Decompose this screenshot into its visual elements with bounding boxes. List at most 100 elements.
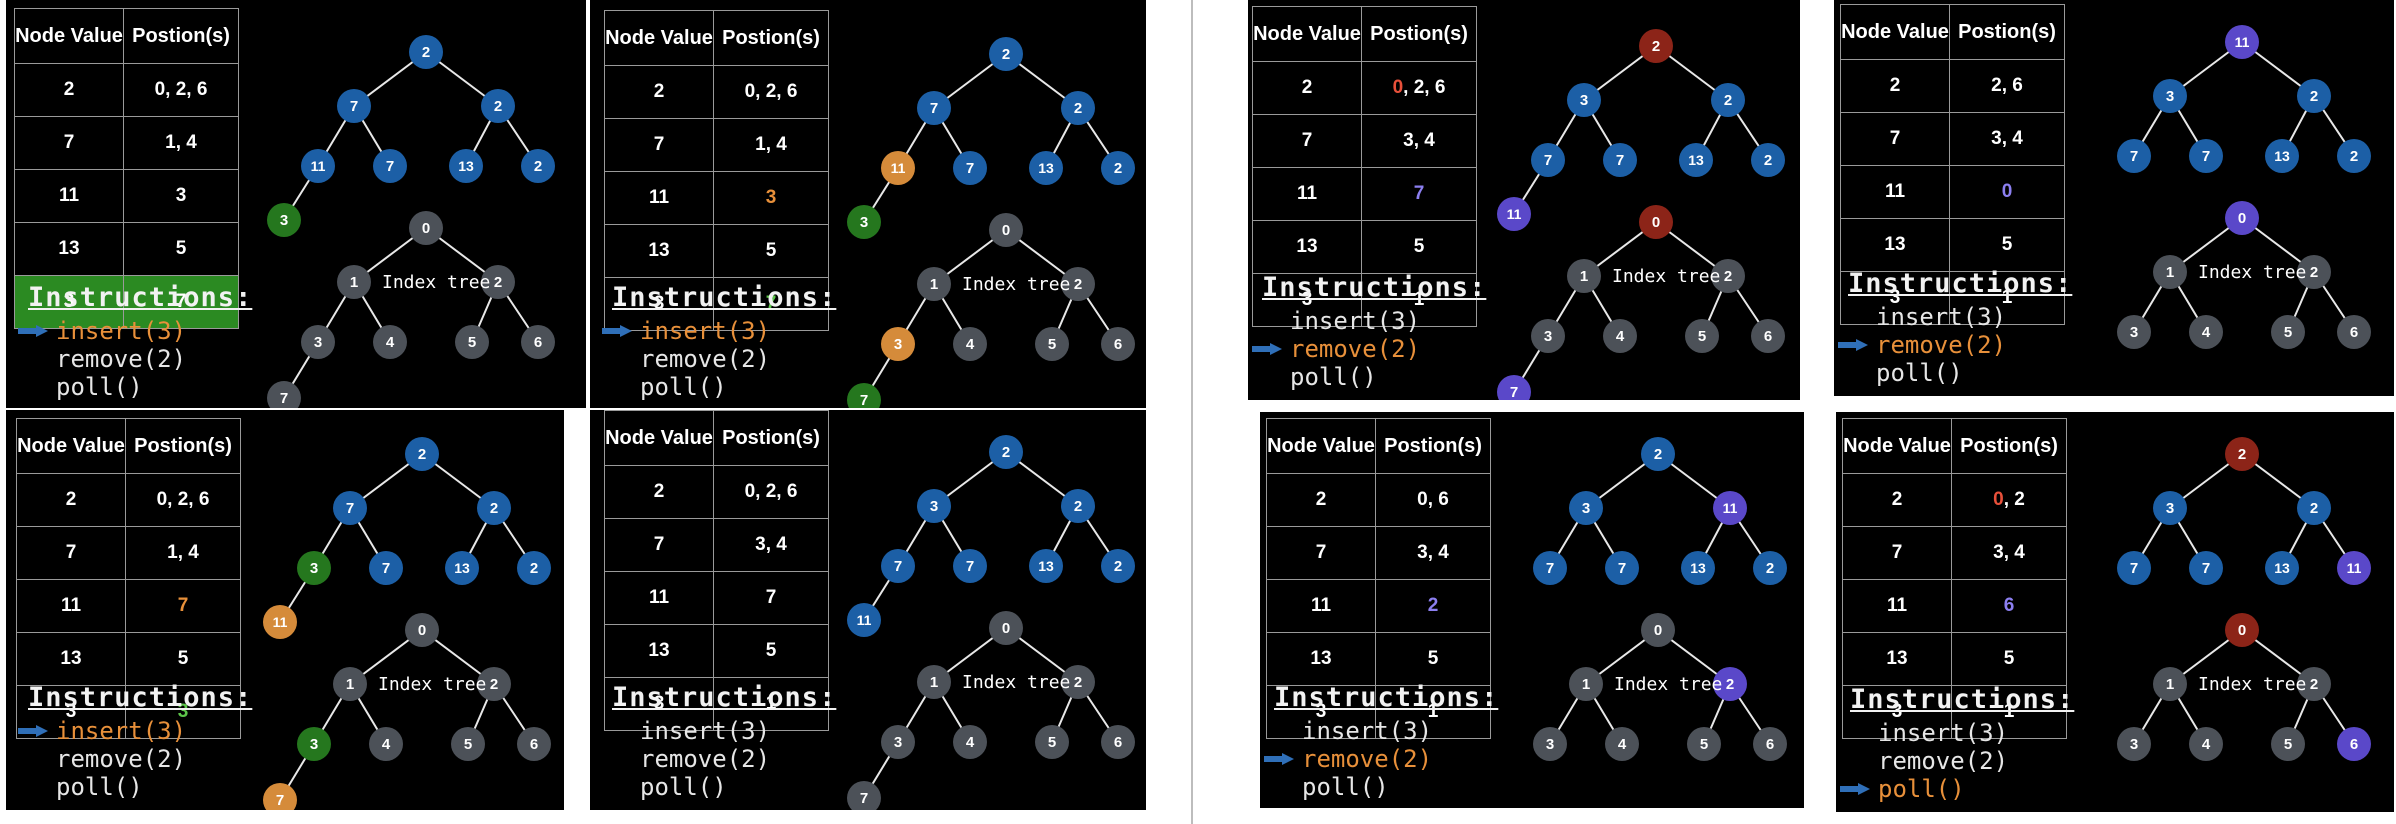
heap-tree-node-label: 13: [1690, 560, 1706, 576]
index-tree-node-label: 2: [2310, 264, 2318, 281]
index-tree-label: Index tree: [1612, 266, 1720, 287]
instruction-text: remove(2): [1876, 331, 2007, 359]
heap-tree-node-label: 2: [1766, 560, 1774, 577]
index-tree-node: 4: [953, 725, 987, 759]
index-tree-node-circle: [1497, 375, 1531, 400]
node-value-cell: 11: [1266, 579, 1376, 633]
heap-tree-node: 2: [477, 491, 511, 525]
heap-tree-node: 3: [847, 205, 881, 239]
positions-header: Postion(s): [713, 410, 829, 466]
heap-tree-node: 13: [2265, 551, 2299, 585]
index-tree-node-circle: [1567, 259, 1601, 293]
node-value-cell: 11: [14, 169, 124, 223]
heap-tree-node-circle: [989, 435, 1023, 469]
node-value-cell: 2: [14, 63, 124, 117]
heap-tree-node-label: 3: [2166, 500, 2174, 517]
index-tree-node-label: 4: [966, 336, 975, 353]
index-tree-node: 5: [1685, 319, 1719, 353]
heap-tree-node-circle: [1029, 151, 1063, 185]
index-tree-node-circle: [1061, 267, 1095, 301]
heap-tree-node-circle: [1639, 29, 1673, 63]
positions-cell: 7: [125, 579, 241, 633]
heap-tree-node-label: 2: [494, 98, 502, 115]
index-tree-node: 1: [2153, 667, 2187, 701]
node-value-cell: 11: [1252, 167, 1362, 221]
heap-tree-node-label: 3: [310, 560, 318, 577]
heap-tree-node-label: 11: [2235, 34, 2250, 50]
index-tree-node-circle: [847, 781, 881, 810]
index-tree-node: 5: [1687, 727, 1721, 761]
node-value-cell: 13: [1266, 632, 1376, 686]
index-tree-node-label: 1: [346, 676, 354, 693]
heap-tree-node-label: 11: [311, 158, 326, 174]
current-step-arrow-icon: [1840, 783, 1870, 795]
index-tree-node-circle: [481, 265, 515, 299]
heap-tree-node-circle: [445, 551, 479, 585]
instruction-line: insert(3): [1274, 717, 1498, 745]
heap-tree-node-label: 13: [2274, 148, 2290, 164]
index-tree-node-label: 4: [1618, 736, 1627, 753]
node-value-cell: 13: [1842, 632, 1952, 686]
heap-tree-node: 3: [1567, 83, 1601, 117]
remaining-positions: , 2: [2003, 489, 2025, 510]
heap-tree-node-label: 3: [1580, 92, 1588, 109]
heap-tree-node: 13: [445, 551, 479, 585]
index-tree-node-circle: [369, 727, 403, 761]
instruction-text: poll(): [1876, 359, 1963, 387]
heap-tree-node-label: 3: [860, 214, 868, 231]
index-tree-node-circle: [2271, 727, 2305, 761]
heap-tree-node-label: 13: [1688, 152, 1704, 168]
index-tree-node-circle: [1061, 665, 1095, 699]
index-tree-node: 5: [451, 727, 485, 761]
node-value-cell: 3: [604, 677, 714, 731]
index-tree-label: Index tree: [2198, 674, 2306, 695]
heap-tree-node-circle: [2225, 437, 2259, 471]
index-tree-node-circle: [1711, 259, 1745, 293]
index-tree-node-label: 4: [382, 736, 391, 753]
index-tree-node-label: 0: [1652, 214, 1660, 231]
heap-tree-node-label: 7: [966, 160, 974, 177]
index-tree-label: Index tree: [378, 674, 486, 695]
index-tree-node: 3: [297, 727, 331, 761]
heap-tree-node-label: 13: [1038, 558, 1054, 574]
index-tree-node: 0: [989, 213, 1023, 247]
instruction-text: insert(3): [1878, 719, 2009, 747]
heap-tree-node: 7: [1605, 551, 1639, 585]
instruction-text: remove(2): [640, 745, 771, 773]
heap-tree-node: 11: [881, 151, 915, 185]
index-tree-node-circle: [451, 727, 485, 761]
instruction-text: remove(2): [1290, 335, 1421, 363]
positions-cell: 3, 4: [1375, 526, 1491, 580]
index-tree-node-label: 5: [1048, 734, 1056, 751]
node-value-cell: 7: [604, 518, 714, 572]
index-tree-node-circle: [1531, 319, 1565, 353]
heap-tree-node-circle: [2297, 79, 2331, 113]
heap-tree-node-circle: [1569, 491, 1603, 525]
index-tree-node: 3: [881, 327, 915, 361]
index-tree-node: 5: [2271, 315, 2305, 349]
index-tree-node: 4: [2189, 727, 2223, 761]
instruction-text: insert(3): [640, 317, 771, 345]
instruction-line: poll(): [1840, 775, 2074, 803]
node-value-header: Node Value: [1840, 4, 1950, 60]
node-value-cell: 7: [1266, 526, 1376, 580]
index-tree-node: 5: [455, 325, 489, 359]
index-tree-node-label: 0: [1002, 620, 1010, 637]
index-tree-node-circle: [337, 265, 371, 299]
index-tree-node-circle: [297, 727, 331, 761]
instructions-title: Instructions:: [1850, 684, 2075, 715]
heap-tree-node-circle: [917, 489, 951, 523]
index-tree-node: 6: [1101, 725, 1135, 759]
index-tree-node-circle: [1603, 319, 1637, 353]
heap-tree-node-circle: [521, 149, 555, 183]
index-tree-node: 5: [1035, 327, 1069, 361]
index-tree-node-circle: [405, 613, 439, 647]
index-tree-node-label: 2: [490, 676, 498, 693]
